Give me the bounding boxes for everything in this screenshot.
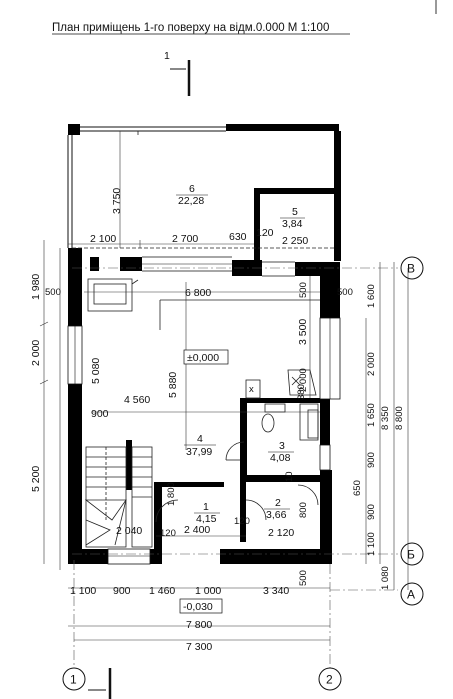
svg-text:x: x <box>249 384 254 395</box>
svg-text:2 400: 2 400 <box>184 524 210 536</box>
svg-text:37,99: 37,99 <box>186 446 212 458</box>
svg-text:2 000: 2 000 <box>298 368 309 392</box>
axis-v: В <box>400 256 424 280</box>
section-mark-top: 1 <box>164 50 191 96</box>
doors <box>137 131 319 523</box>
axis-b: Б <box>400 542 424 566</box>
svg-text:2 120: 2 120 <box>268 527 294 539</box>
svg-text:500: 500 <box>45 287 61 298</box>
svg-text:2 040: 2 040 <box>116 525 142 537</box>
svg-text:800: 800 <box>298 502 309 518</box>
svg-text:500: 500 <box>298 282 309 298</box>
svg-text:3 750: 3 750 <box>111 188 123 214</box>
svg-text:3 340: 3 340 <box>263 585 289 597</box>
plan-title: План приміщень 1-го поверху на відм.0.00… <box>52 22 329 34</box>
svg-text:4: 4 <box>197 433 203 445</box>
bathroom-fixtures: x <box>245 369 319 441</box>
svg-text:900: 900 <box>366 452 377 468</box>
svg-text:120: 120 <box>234 516 250 527</box>
svg-text:-0,030: -0,030 <box>183 601 213 613</box>
svg-text:2 700: 2 700 <box>172 233 198 245</box>
svg-text:В: В <box>407 262 415 276</box>
svg-text:22,28: 22,28 <box>178 195 204 207</box>
axis-2: 2 <box>318 667 342 691</box>
svg-text:1 100: 1 100 <box>366 532 377 556</box>
room-3: 3 4,08 <box>268 440 294 464</box>
svg-text:2: 2 <box>326 673 333 687</box>
svg-text:3,66: 3,66 <box>266 509 287 521</box>
svg-text:5: 5 <box>292 206 298 218</box>
section-mark-label: 1 <box>164 50 170 62</box>
svg-text:650: 650 <box>352 480 363 496</box>
svg-text:1 600: 1 600 <box>366 284 377 308</box>
svg-text:5 080: 5 080 <box>90 358 102 384</box>
svg-text:900: 900 <box>113 585 131 597</box>
stairs <box>84 446 153 548</box>
svg-text:120: 120 <box>256 227 274 239</box>
dimension-lines <box>39 240 409 641</box>
svg-text:1 650: 1 650 <box>366 403 377 427</box>
svg-text:900: 900 <box>366 504 377 520</box>
svg-text:5 200: 5 200 <box>30 466 42 492</box>
svg-text:3: 3 <box>279 440 285 452</box>
svg-text:8 350: 8 350 <box>380 406 391 430</box>
level-outside: -0,030 <box>179 598 223 614</box>
equipment-upper-left <box>87 278 139 312</box>
svg-text:4,08: 4,08 <box>270 452 291 464</box>
svg-text:630: 630 <box>229 231 247 243</box>
axis-1: 1 <box>62 667 86 691</box>
svg-text:2 000: 2 000 <box>366 352 377 376</box>
dimension-texts: 2 100 2 700 630 120 2 250 3 750 6 800 5 … <box>30 188 405 653</box>
svg-text:1 800: 1 800 <box>166 482 177 506</box>
room-6: 6 22,28 <box>176 183 208 207</box>
svg-text:380: 380 <box>296 384 307 400</box>
svg-text:5 880: 5 880 <box>167 372 179 398</box>
svg-text:7 800: 7 800 <box>186 619 212 631</box>
svg-text:Б: Б <box>407 548 415 562</box>
room-1: 1 4,15 <box>194 501 220 525</box>
svg-text:900: 900 <box>91 408 109 420</box>
walls <box>67 124 341 564</box>
svg-text:7 300: 7 300 <box>186 641 212 653</box>
svg-text:1 080: 1 080 <box>380 566 391 590</box>
room-2: 2 3,66 <box>264 497 290 521</box>
svg-text:500: 500 <box>337 287 353 298</box>
svg-text:±0,000: ±0,000 <box>187 352 219 364</box>
room-5: 5 3,84 <box>280 206 305 230</box>
svg-text:2: 2 <box>275 497 281 509</box>
svg-text:6 800: 6 800 <box>185 287 211 299</box>
svg-text:2 100: 2 100 <box>90 233 116 245</box>
windows <box>67 256 341 565</box>
axis-a: А <box>400 582 424 606</box>
svg-text:4 560: 4 560 <box>124 394 150 406</box>
svg-text:2 000: 2 000 <box>30 340 42 366</box>
svg-text:500: 500 <box>298 570 309 586</box>
svg-text:1: 1 <box>203 501 209 513</box>
level-main: ±0,000 <box>183 349 229 365</box>
svg-text:А: А <box>407 588 415 602</box>
grid-axes <box>59 248 398 668</box>
svg-text:1 100: 1 100 <box>70 585 96 597</box>
svg-text:8 800: 8 800 <box>394 406 405 430</box>
svg-text:6: 6 <box>189 183 195 195</box>
svg-text:1 980: 1 980 <box>30 274 42 300</box>
svg-text:120: 120 <box>160 528 176 539</box>
svg-text:10: 10 <box>284 471 295 482</box>
svg-text:4,15: 4,15 <box>196 513 217 525</box>
section-mark-bottom <box>88 668 112 699</box>
room-4: 4 37,99 <box>184 433 216 458</box>
svg-text:1 000: 1 000 <box>195 585 221 597</box>
svg-text:1 460: 1 460 <box>149 585 175 597</box>
interior-lines <box>72 131 334 450</box>
svg-text:3,84: 3,84 <box>282 218 303 230</box>
svg-text:2 250: 2 250 <box>282 235 308 247</box>
svg-text:3 500: 3 500 <box>297 319 309 345</box>
svg-text:1: 1 <box>70 673 77 687</box>
